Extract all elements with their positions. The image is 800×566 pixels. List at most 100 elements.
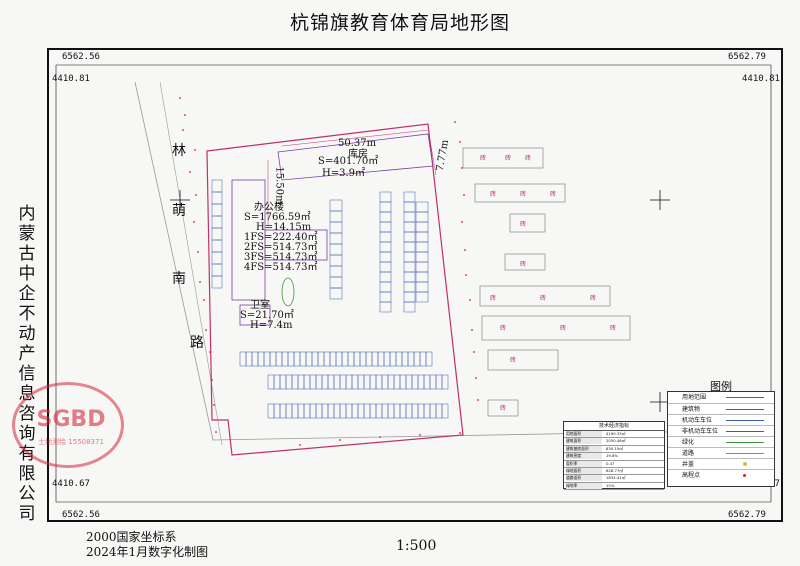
parking-space	[327, 403, 335, 419]
elevation-point	[197, 251, 199, 253]
parking-space	[379, 301, 392, 313]
parking-space	[321, 374, 329, 390]
parking-space	[393, 374, 401, 390]
legend-item-manhole: 井盖	[668, 458, 774, 470]
svg-text:砖: 砖	[500, 404, 506, 412]
street-char-4: 路	[190, 335, 204, 351]
parking-space	[395, 351, 403, 367]
seal-subtext: 土地测绘 15508371	[38, 438, 104, 446]
office-line-6: 4FS=514.73㎡	[244, 262, 318, 273]
parking-space	[403, 191, 416, 203]
parking-space	[379, 291, 392, 303]
elevation-point	[189, 171, 191, 173]
svg-text:砖: 砖	[550, 190, 556, 198]
map-frame	[47, 48, 783, 522]
parking-space	[379, 281, 392, 293]
map-scale: 1:500	[396, 538, 437, 554]
date-line: 2024年1月数字化制图	[86, 545, 209, 559]
legend-title: 图例	[710, 380, 732, 393]
parking-space	[279, 374, 287, 390]
parking-space	[211, 227, 223, 241]
elevation-point	[194, 149, 196, 151]
parking-space	[305, 351, 313, 367]
svg-text:砖: 砖	[540, 294, 546, 302]
company-name: 内蒙古中企不动产信息咨询有限公司	[18, 204, 36, 524]
parking-space	[375, 374, 383, 390]
office-line-1: S=1766.59㎡	[244, 212, 311, 223]
parking-space	[379, 271, 392, 283]
svg-text:砖: 砖	[510, 356, 516, 364]
parking-space	[403, 281, 416, 293]
elevation-point	[469, 299, 471, 301]
parking-space	[335, 351, 343, 367]
parking-space	[415, 251, 429, 263]
parking-space	[309, 374, 317, 390]
parking-space	[211, 263, 223, 277]
parking-space	[369, 403, 377, 419]
warehouse-height: H=3.9㎡	[322, 168, 366, 179]
parking-space	[211, 251, 223, 265]
parking-space	[383, 351, 391, 367]
parking-space	[423, 374, 431, 390]
parking-space	[211, 203, 223, 217]
warehouse-name: 库房	[348, 149, 368, 160]
corner-bl-y: 4410.67	[52, 479, 90, 489]
parking-space	[333, 403, 341, 419]
parking-space	[309, 403, 317, 419]
coord-system: 2000国家坐标系	[86, 530, 177, 544]
parking-space	[379, 201, 392, 213]
parking-space	[359, 351, 367, 367]
parking-space	[263, 351, 271, 367]
elevation-point	[211, 379, 213, 381]
parking-space	[401, 351, 409, 367]
elevation-point	[179, 97, 181, 99]
parking-space	[345, 374, 353, 390]
elevation-point	[182, 129, 184, 131]
parking-space	[415, 271, 429, 283]
parking-space	[285, 374, 293, 390]
parking-space	[279, 403, 287, 419]
parking-space	[339, 374, 347, 390]
parking-space	[441, 403, 449, 419]
svg-text:砖: 砖	[520, 220, 526, 228]
parking-space	[257, 351, 265, 367]
parking-space	[297, 374, 305, 390]
parking-space	[415, 241, 429, 253]
parking-space	[291, 374, 299, 390]
elevation-point	[464, 249, 466, 251]
elevation-point	[215, 431, 217, 433]
parking-space	[315, 403, 323, 419]
parking-space	[251, 351, 259, 367]
parking-space	[415, 281, 429, 293]
svg-text:砖: 砖	[525, 154, 531, 162]
parking-space	[269, 351, 277, 367]
parking-space	[329, 254, 343, 267]
parking-space	[425, 351, 433, 367]
elevation-point	[209, 351, 211, 353]
parking-space	[399, 374, 407, 390]
parking-space	[211, 191, 223, 205]
parking-space	[351, 374, 359, 390]
legend-item-bike-parking: 非机动车车位	[668, 425, 774, 437]
parking-space	[403, 211, 416, 223]
elevation-point	[459, 141, 461, 143]
parking-space	[407, 351, 415, 367]
elevation-point	[213, 404, 215, 406]
map-title: 杭锦旗教育体育局地形图	[289, 12, 510, 34]
elevation-point	[477, 399, 479, 401]
office-line-3: 1FS=222.40㎡	[244, 232, 318, 243]
parking-space	[211, 179, 223, 193]
parking-space	[245, 351, 253, 367]
parking-space	[267, 403, 275, 419]
parking-space	[377, 351, 385, 367]
office-side-dim: 15.50m	[273, 166, 285, 205]
elevation-point	[379, 436, 381, 438]
svg-text:砖: 砖	[610, 324, 616, 332]
elevation-point	[205, 329, 207, 331]
parking-space	[403, 271, 416, 283]
parking-space	[403, 201, 416, 213]
